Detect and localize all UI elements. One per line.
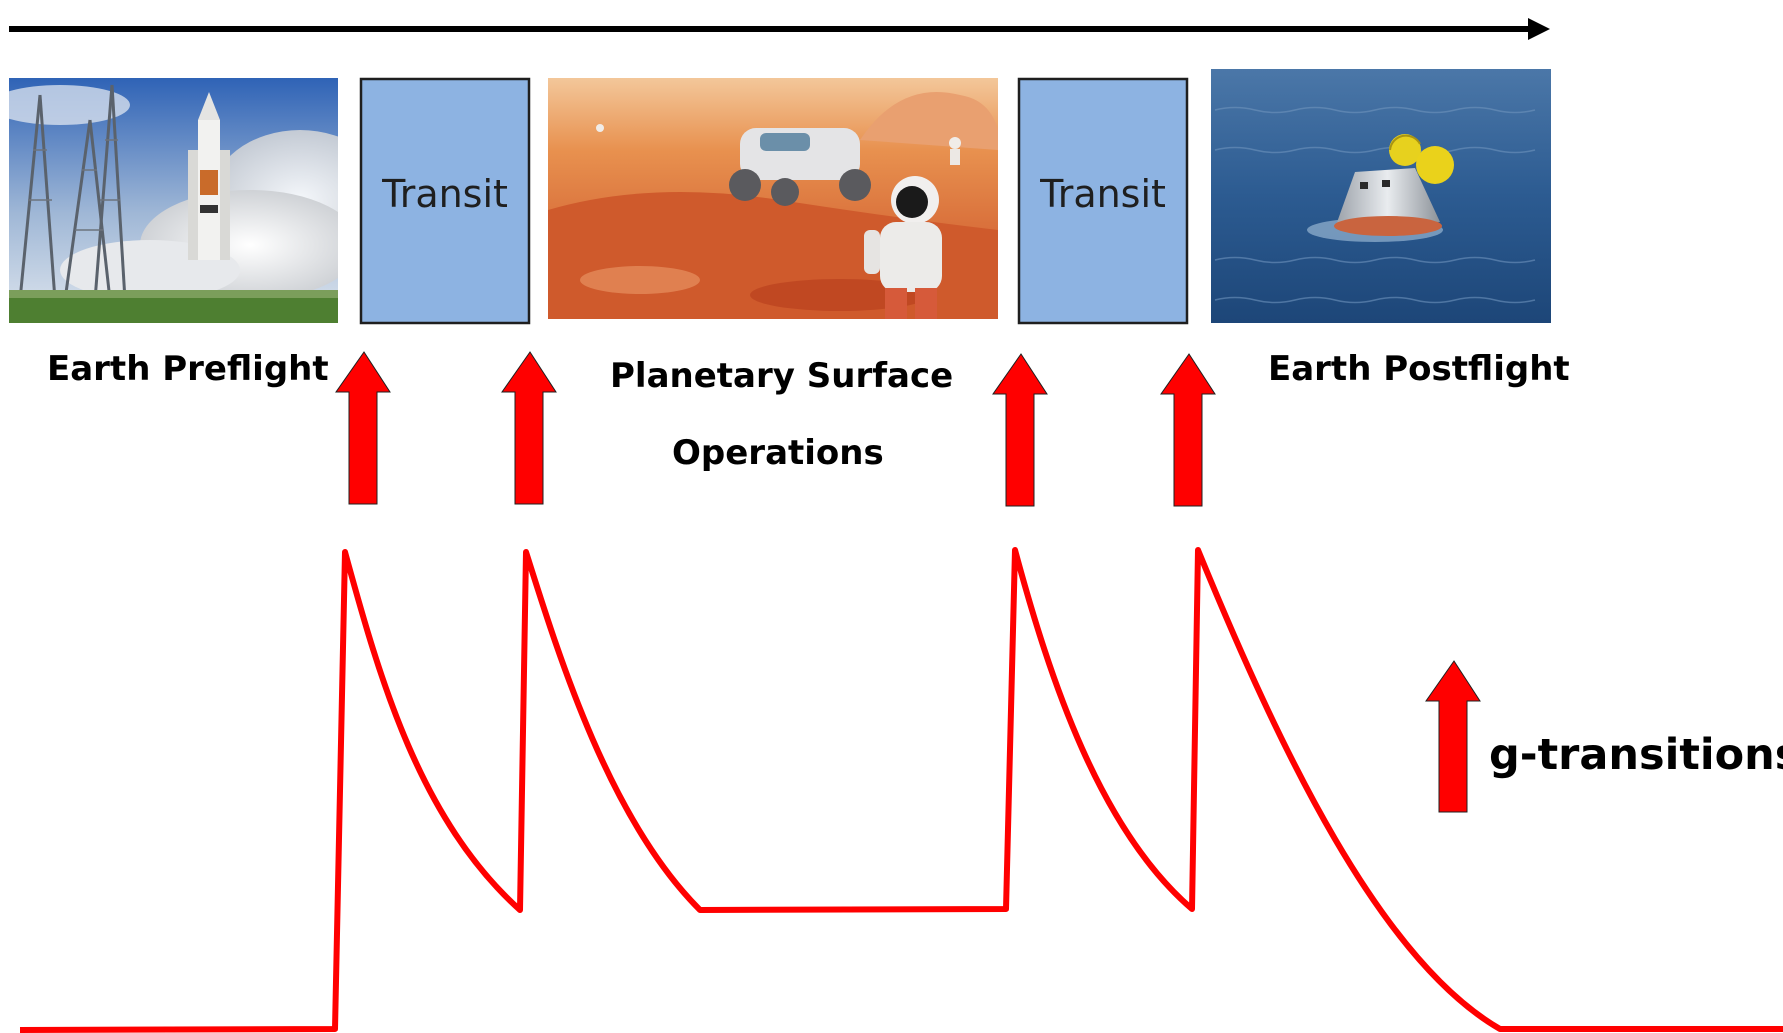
earth-preflight-caption: Earth Preflight [47,349,329,389]
transit-box-2: Transit [1017,77,1189,325]
planetary-surface-caption-line1: Planetary Surface [610,356,954,396]
legend-red-up-arrow-icon [1425,660,1481,813]
legend-label: g-transitions [1489,730,1783,780]
planetary-surface-image [548,78,998,319]
earth-postflight-caption: Earth Postflight [1268,349,1570,389]
g-transition-arrow-3 [992,353,1048,507]
earth-postflight-image [1211,69,1551,323]
g-load-trace [19,547,1783,1033]
planetary-surface-caption-line2: Operations [672,433,884,473]
g-transition-arrow-2 [501,351,557,505]
transit-label-1: Transit [381,172,508,216]
earth-preflight-image [9,78,338,323]
transit-label-2: Transit [1039,172,1166,216]
timeline-arrow [9,18,1550,40]
transit-box-1: Transit [359,77,531,325]
g-transition-arrow-1 [335,351,391,505]
g-transition-arrow-4 [1160,353,1216,507]
